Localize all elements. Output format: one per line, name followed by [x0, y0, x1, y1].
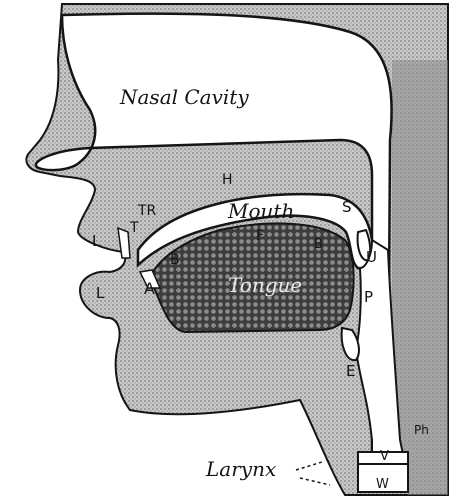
label-larynx: Larynx — [205, 457, 276, 481]
letter-b-back: B — [314, 237, 323, 252]
letter-e: E — [346, 362, 355, 380]
letter-l-upper: L — [92, 232, 101, 250]
letter-f: F — [256, 228, 264, 244]
label-tongue: Tongue — [228, 273, 302, 297]
upper-teeth — [118, 228, 130, 258]
label-nasal-cavity: Nasal Cavity — [119, 85, 249, 109]
label-mouth: Mouth — [227, 199, 294, 223]
larynx-pointer — [296, 462, 322, 470]
letter-b: B — [170, 252, 180, 268]
letter-t: T — [129, 220, 139, 236]
letter-s: S — [342, 198, 352, 216]
letter-p: P — [364, 288, 373, 306]
letter-l-lower: L — [96, 284, 105, 302]
larynx-pointer-lower — [300, 478, 330, 485]
letter-v: V — [380, 449, 389, 464]
letter-a: A — [144, 279, 155, 298]
letter-u: U — [366, 248, 377, 266]
letter-ph: Ph — [414, 423, 429, 437]
letter-h: H — [222, 172, 233, 188]
letter-w: W — [376, 477, 389, 492]
letter-tr: TR — [137, 203, 157, 219]
